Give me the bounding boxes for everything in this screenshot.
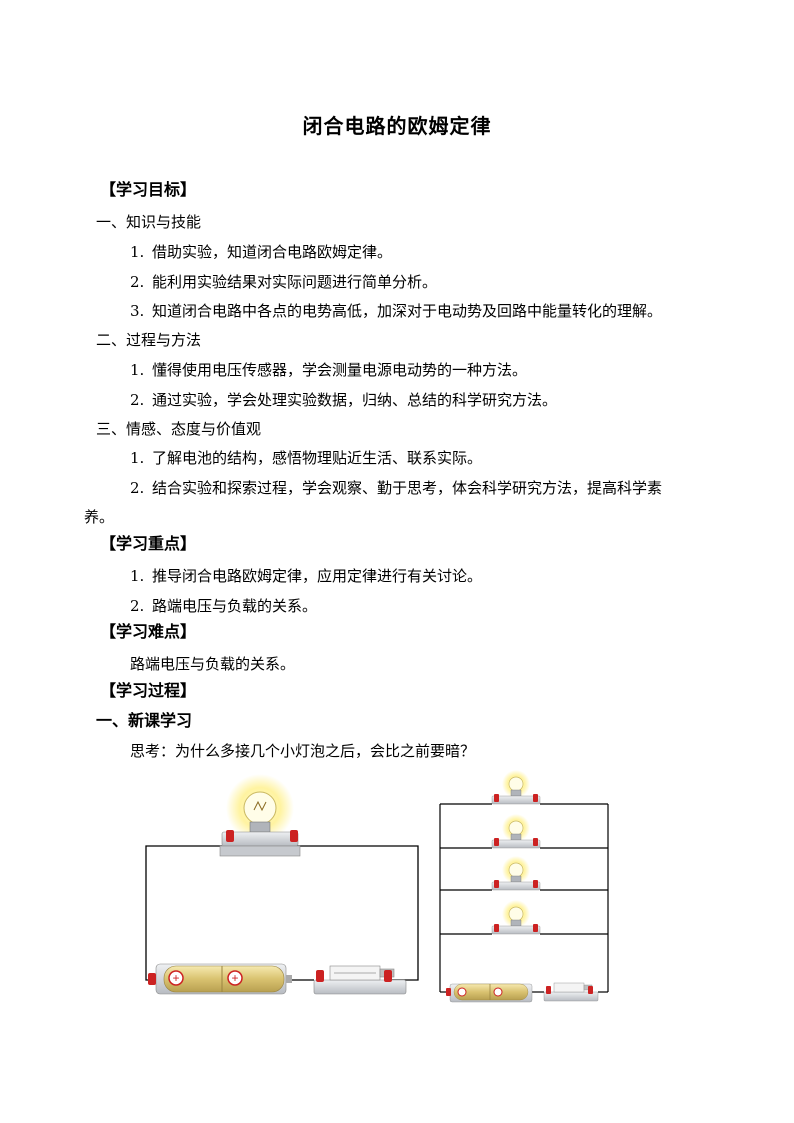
subsection-label: 一、知识与技能	[96, 213, 202, 231]
list-item: 3. 知道闭合电路中各点的电势高低，加深对于电动势及回路中能量转化的理解。	[130, 301, 662, 321]
item-text: 知道闭合电路中各点的电势高低，加深对于电动势及回路中能量转化的理解。	[152, 302, 663, 320]
parallel-bulbs-circuit-figure	[439, 770, 609, 1003]
item-number: 1.	[130, 567, 145, 585]
battery-pack-icon	[446, 983, 533, 1003]
list-item: 2. 能利用实验结果对实际问题进行简单分析。	[130, 272, 437, 292]
light-bulb-icon	[491, 770, 541, 805]
item-text: 借助实验，知道闭合电路欧姆定律。	[152, 243, 393, 261]
list-item: 2. 路端电压与负载的关系。	[130, 596, 317, 616]
item-number: 1.	[130, 361, 145, 379]
item-text: 结合实验和探索过程，学会观察、勤于思考，体会科学研究方法，提高科学素	[152, 479, 663, 497]
item-number: 1.	[130, 243, 145, 261]
switch-icon	[543, 982, 599, 1002]
subsection-label: 二、过程与方法	[96, 331, 202, 349]
item-number: 2.	[130, 273, 145, 291]
item-text: 推导闭合电路欧姆定律，应用定律进行有关讨论。	[152, 567, 483, 585]
list-item: 1. 推导闭合电路欧姆定律，应用定律进行有关讨论。	[130, 566, 482, 586]
process-subheading: 一、新课学习	[96, 711, 193, 730]
process-heading: 【学习过程】	[100, 681, 197, 700]
item-text: 能利用实验结果对实际问题进行简单分析。	[152, 273, 438, 291]
light-bulb-icon	[491, 855, 541, 891]
circuit-wires	[145, 845, 419, 981]
list-item: 2. 结合实验和探索过程，学会观察、勤于思考，体会科学研究方法，提高科学素	[130, 478, 662, 498]
objectives-heading: 【学习目标】	[100, 180, 197, 199]
svg-text:+: +	[231, 971, 238, 985]
item-text: 通过实验，学会处理实验数据，归纳、总结的科学研究方法。	[152, 391, 558, 409]
svg-text:+: +	[172, 971, 179, 985]
page-title: 闭合电路的欧姆定律	[302, 114, 492, 138]
item-text: 路端电压与负载的关系。	[152, 597, 318, 615]
list-item: 2. 通过实验，学会处理实验数据，归纳、总结的科学研究方法。	[130, 390, 557, 410]
battery-pack-icon: + +	[148, 963, 292, 995]
difficulties-heading: 【学习难点】	[100, 622, 197, 641]
item-number: 1.	[130, 449, 145, 467]
light-bulb-icon	[491, 899, 541, 935]
item-continuation: 养。	[84, 508, 115, 526]
difficulties-text: 路端电压与负载的关系。	[130, 655, 296, 673]
list-item: 1. 懂得使用电压传感器，学会测量电源电动势的一种方法。	[130, 360, 527, 380]
item-number: 2.	[130, 597, 145, 615]
circuit-wires	[439, 803, 609, 993]
item-number: 2.	[130, 479, 145, 497]
single-bulb-circuit-figure: + +	[145, 774, 419, 995]
key-points-heading: 【学习重点】	[100, 534, 197, 553]
item-text: 了解电池的结构，感悟物理贴近生活、联系实际。	[152, 449, 483, 467]
light-bulb-icon	[219, 774, 301, 857]
subsection-label: 三、情感、态度与价值观	[96, 420, 262, 438]
list-item: 1. 借助实验，知道闭合电路欧姆定律。	[130, 242, 392, 262]
question-text: 思考：为什么多接几个小灯泡之后，会比之前要暗？	[130, 742, 476, 760]
item-number: 2.	[130, 391, 145, 409]
item-text: 懂得使用电压传感器，学会测量电源电动势的一种方法。	[152, 361, 528, 379]
list-item: 1. 了解电池的结构，感悟物理贴近生活、联系实际。	[130, 448, 482, 468]
light-bulb-icon	[491, 813, 541, 849]
item-number: 3.	[130, 302, 145, 320]
switch-icon	[313, 965, 407, 995]
